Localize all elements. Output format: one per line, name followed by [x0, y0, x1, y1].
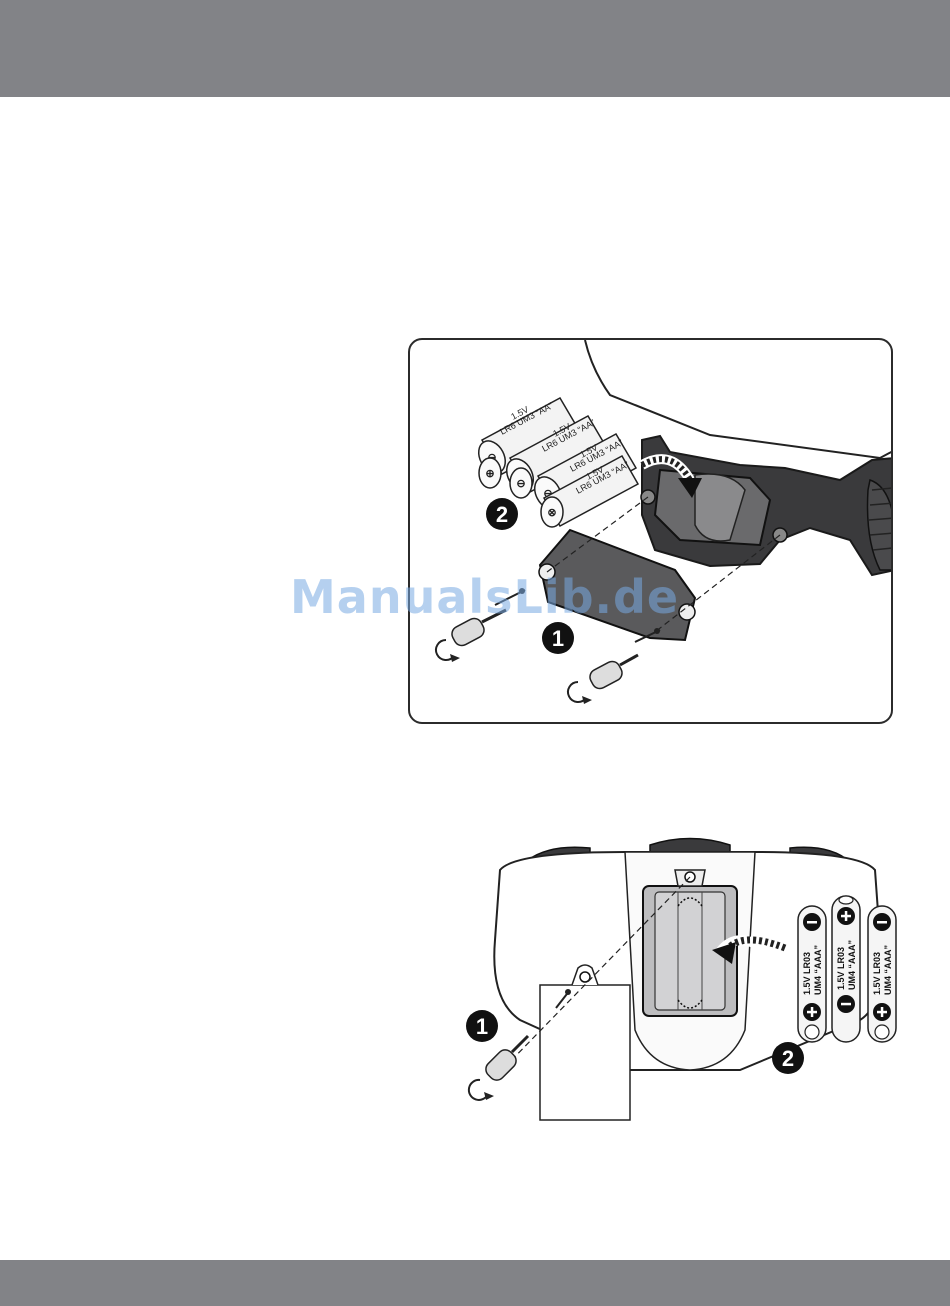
screw	[495, 588, 525, 605]
battery-label-type-line2: UM4 “AAA”	[883, 945, 893, 995]
aa-battery: ⊕	[479, 458, 501, 488]
controller-battery-illustration: 1 1.5V LR03 UM4 “AAA” 1.5V LR03 UM4 “AAA…	[440, 830, 910, 1130]
svg-text:⊖: ⊖	[516, 478, 525, 490]
battery-label-type-line1: 1.5V LR03	[802, 952, 812, 995]
car-body-outline	[585, 340, 893, 458]
header-band	[0, 0, 950, 97]
battery-label-type-line1: 1.5V LR03	[836, 947, 846, 990]
svg-text:⊗: ⊗	[547, 507, 556, 519]
battery-label-type-line2: UM4 “AAA”	[813, 945, 823, 995]
battery-label-type-line1: 1.5V LR03	[872, 952, 882, 995]
footer-band	[0, 1260, 950, 1306]
car-battery-illustration: ⊖ ⊕ ⊖ ⊕ ⊖ ⊗ 1.5V LR6 UM3 “AA” 1.5V	[410, 340, 893, 724]
step-1-number: 1	[552, 626, 564, 651]
aa-battery: ⊖	[510, 468, 532, 498]
controller-battery-figure: 1 1.5V LR03 UM4 “AAA” 1.5V LR03 UM4 “AAA…	[440, 830, 910, 1130]
screwdriver	[436, 610, 506, 662]
screwdriver	[568, 655, 638, 704]
step-1-number: 1	[476, 1014, 488, 1039]
svg-text:⊕: ⊕	[485, 468, 494, 480]
step-2-number: 2	[496, 502, 508, 527]
battery-label-type-line2: UM4 “AAA”	[847, 940, 857, 990]
car-battery-figure: ⊖ ⊕ ⊖ ⊕ ⊖ ⊗ 1.5V LR6 UM3 “AA” 1.5V	[408, 338, 893, 724]
controller-battery-cover	[540, 985, 630, 1120]
screwdriver	[469, 1036, 528, 1100]
step-2-number: 2	[782, 1046, 794, 1071]
